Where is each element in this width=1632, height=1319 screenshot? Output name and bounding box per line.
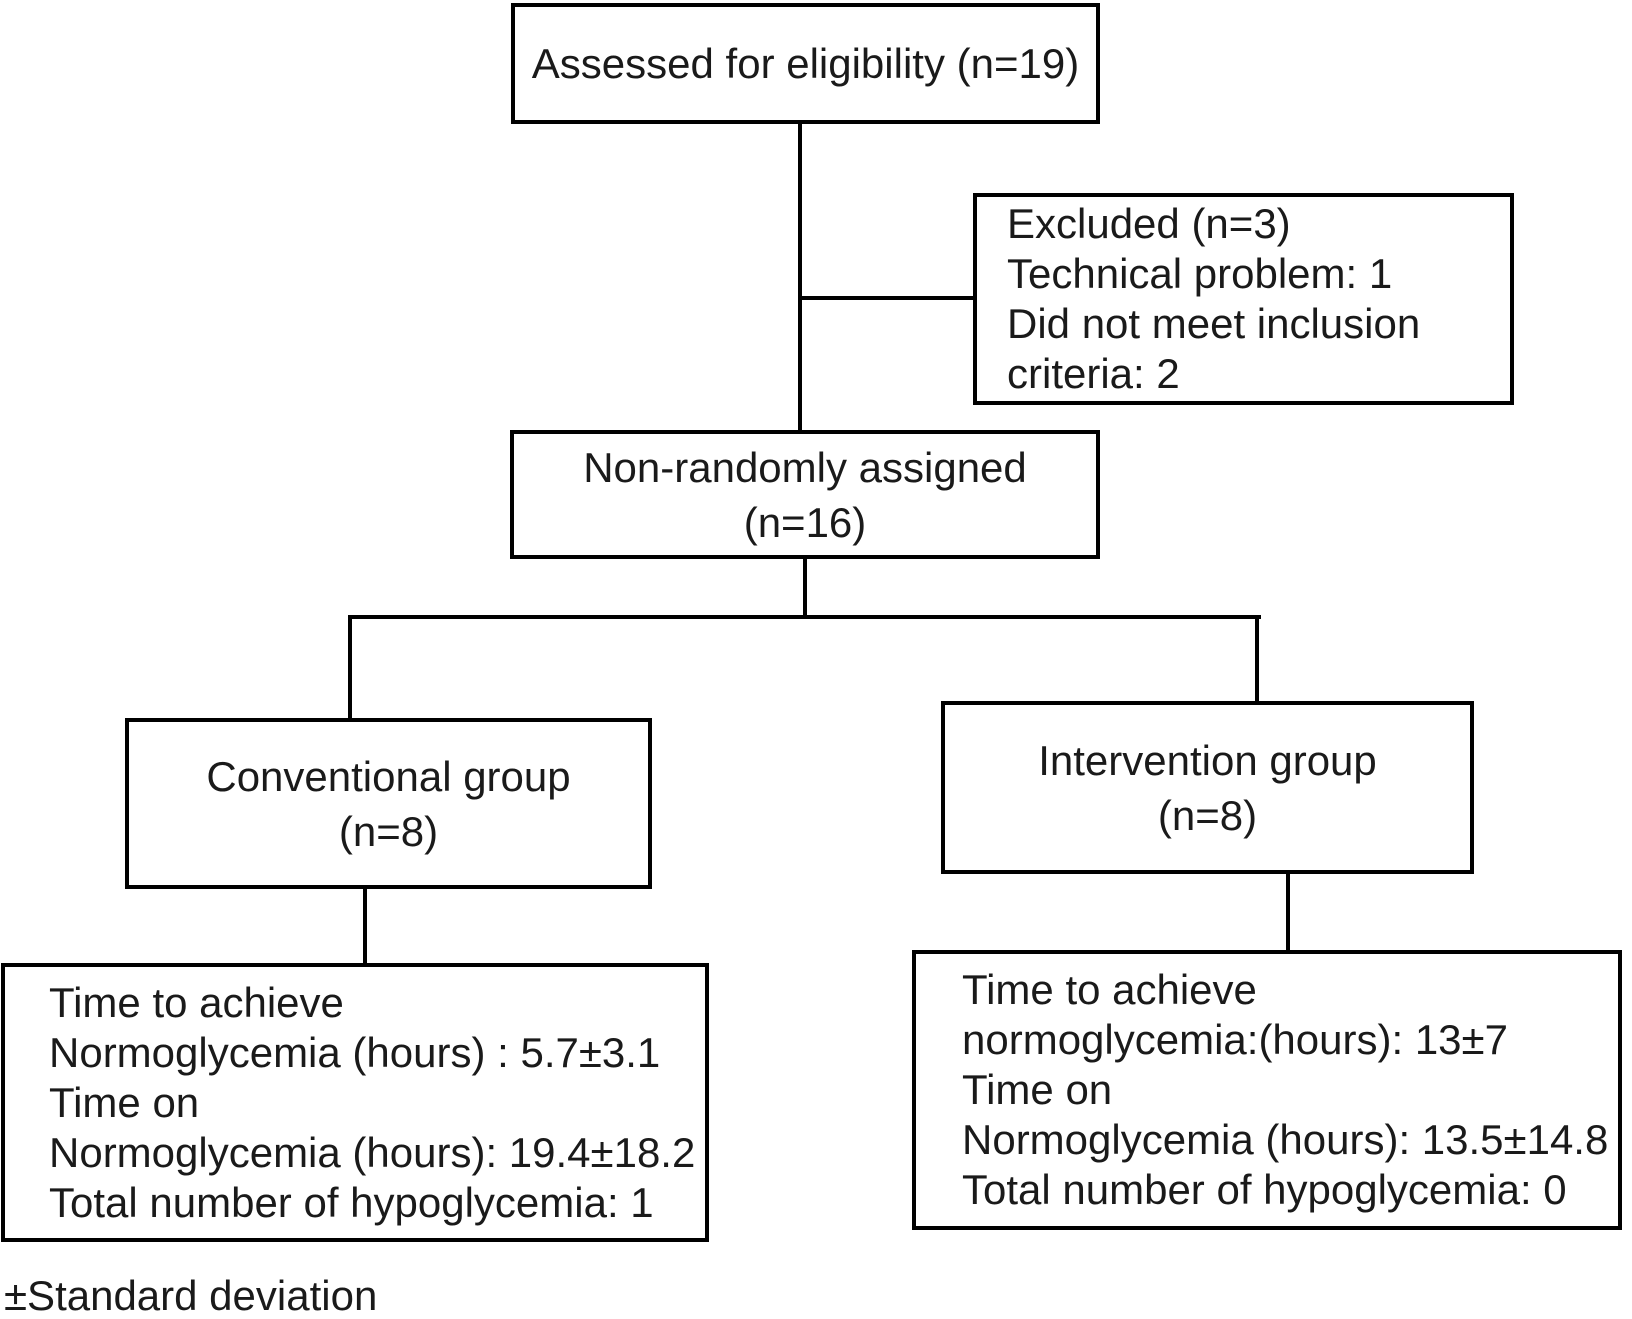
connector-branch-horizontal — [348, 615, 1261, 619]
assessed-eligibility-text: Assessed for eligibility (n=19) — [531, 40, 1080, 87]
conventional-stats-line-5: Total number of hypoglycemia: 1 — [49, 1178, 654, 1226]
conventional-group-box: Conventional group (n=8) — [125, 718, 652, 889]
intervention-stats-line-5: Total number of hypoglycemia: 0 — [962, 1166, 1567, 1213]
conventional-group-count: (n=8) — [338, 807, 439, 855]
intervention-stats-line-1: Time to achieve — [962, 966, 1257, 1013]
connector-nonrandom-to-branch — [803, 559, 807, 619]
connector-spine-to-excluded — [800, 296, 973, 300]
nonrandom-assigned-box: Non-randomly assigned (n=16) — [510, 430, 1100, 559]
intervention-group-text: Intervention group — [1038, 736, 1377, 784]
nonrandom-assigned-count: (n=16) — [743, 498, 867, 546]
intervention-stats-box: Time to achieve normoglycemia:(hours): 1… — [912, 950, 1622, 1230]
nonrandom-assigned-text: Non-randomly assigned — [583, 443, 1027, 491]
connector-intervention-to-stats — [1286, 874, 1290, 950]
intervention-group-count: (n=8) — [1157, 791, 1258, 839]
excluded-reason-inclusion: Did not meet inclusion criteria: 2 — [1007, 300, 1421, 397]
connector-branch-to-intervention — [1255, 619, 1259, 701]
conventional-stats-line-1: Time to achieve — [49, 978, 344, 1026]
excluded-box: Excluded (n=3) Technical problem: 1 Did … — [973, 193, 1514, 405]
connector-branch-to-conventional — [348, 619, 352, 718]
conventional-stats-line-2: Normoglycemia (hours) : 5.7±3.1 — [49, 1028, 661, 1076]
intervention-stats-line-3: Time on — [962, 1066, 1113, 1113]
excluded-title: Excluded (n=3) — [1007, 200, 1291, 247]
intervention-group-box: Intervention group (n=8) — [941, 701, 1474, 874]
assessed-eligibility-box: Assessed for eligibility (n=19) — [511, 3, 1100, 124]
connector-assessed-to-nonrandom — [798, 124, 802, 430]
connector-conventional-to-stats — [363, 889, 367, 963]
conventional-group-text: Conventional group — [206, 752, 571, 800]
excluded-reason-technical: Technical problem: 1 — [1007, 250, 1393, 297]
intervention-stats-line-2: normoglycemia:(hours): 13±7 — [962, 1016, 1508, 1063]
conventional-stats-line-3: Time on — [49, 1078, 200, 1126]
conventional-stats-box: Time to achieve Normoglycemia (hours) : … — [1, 963, 709, 1242]
conventional-stats-line-4: Normoglycemia (hours): 19.4±18.2 — [49, 1128, 696, 1176]
intervention-stats-line-4: Normoglycemia (hours): 13.5±14.8 — [962, 1116, 1609, 1163]
standard-deviation-footnote: ±Standard deviation — [4, 1272, 378, 1319]
